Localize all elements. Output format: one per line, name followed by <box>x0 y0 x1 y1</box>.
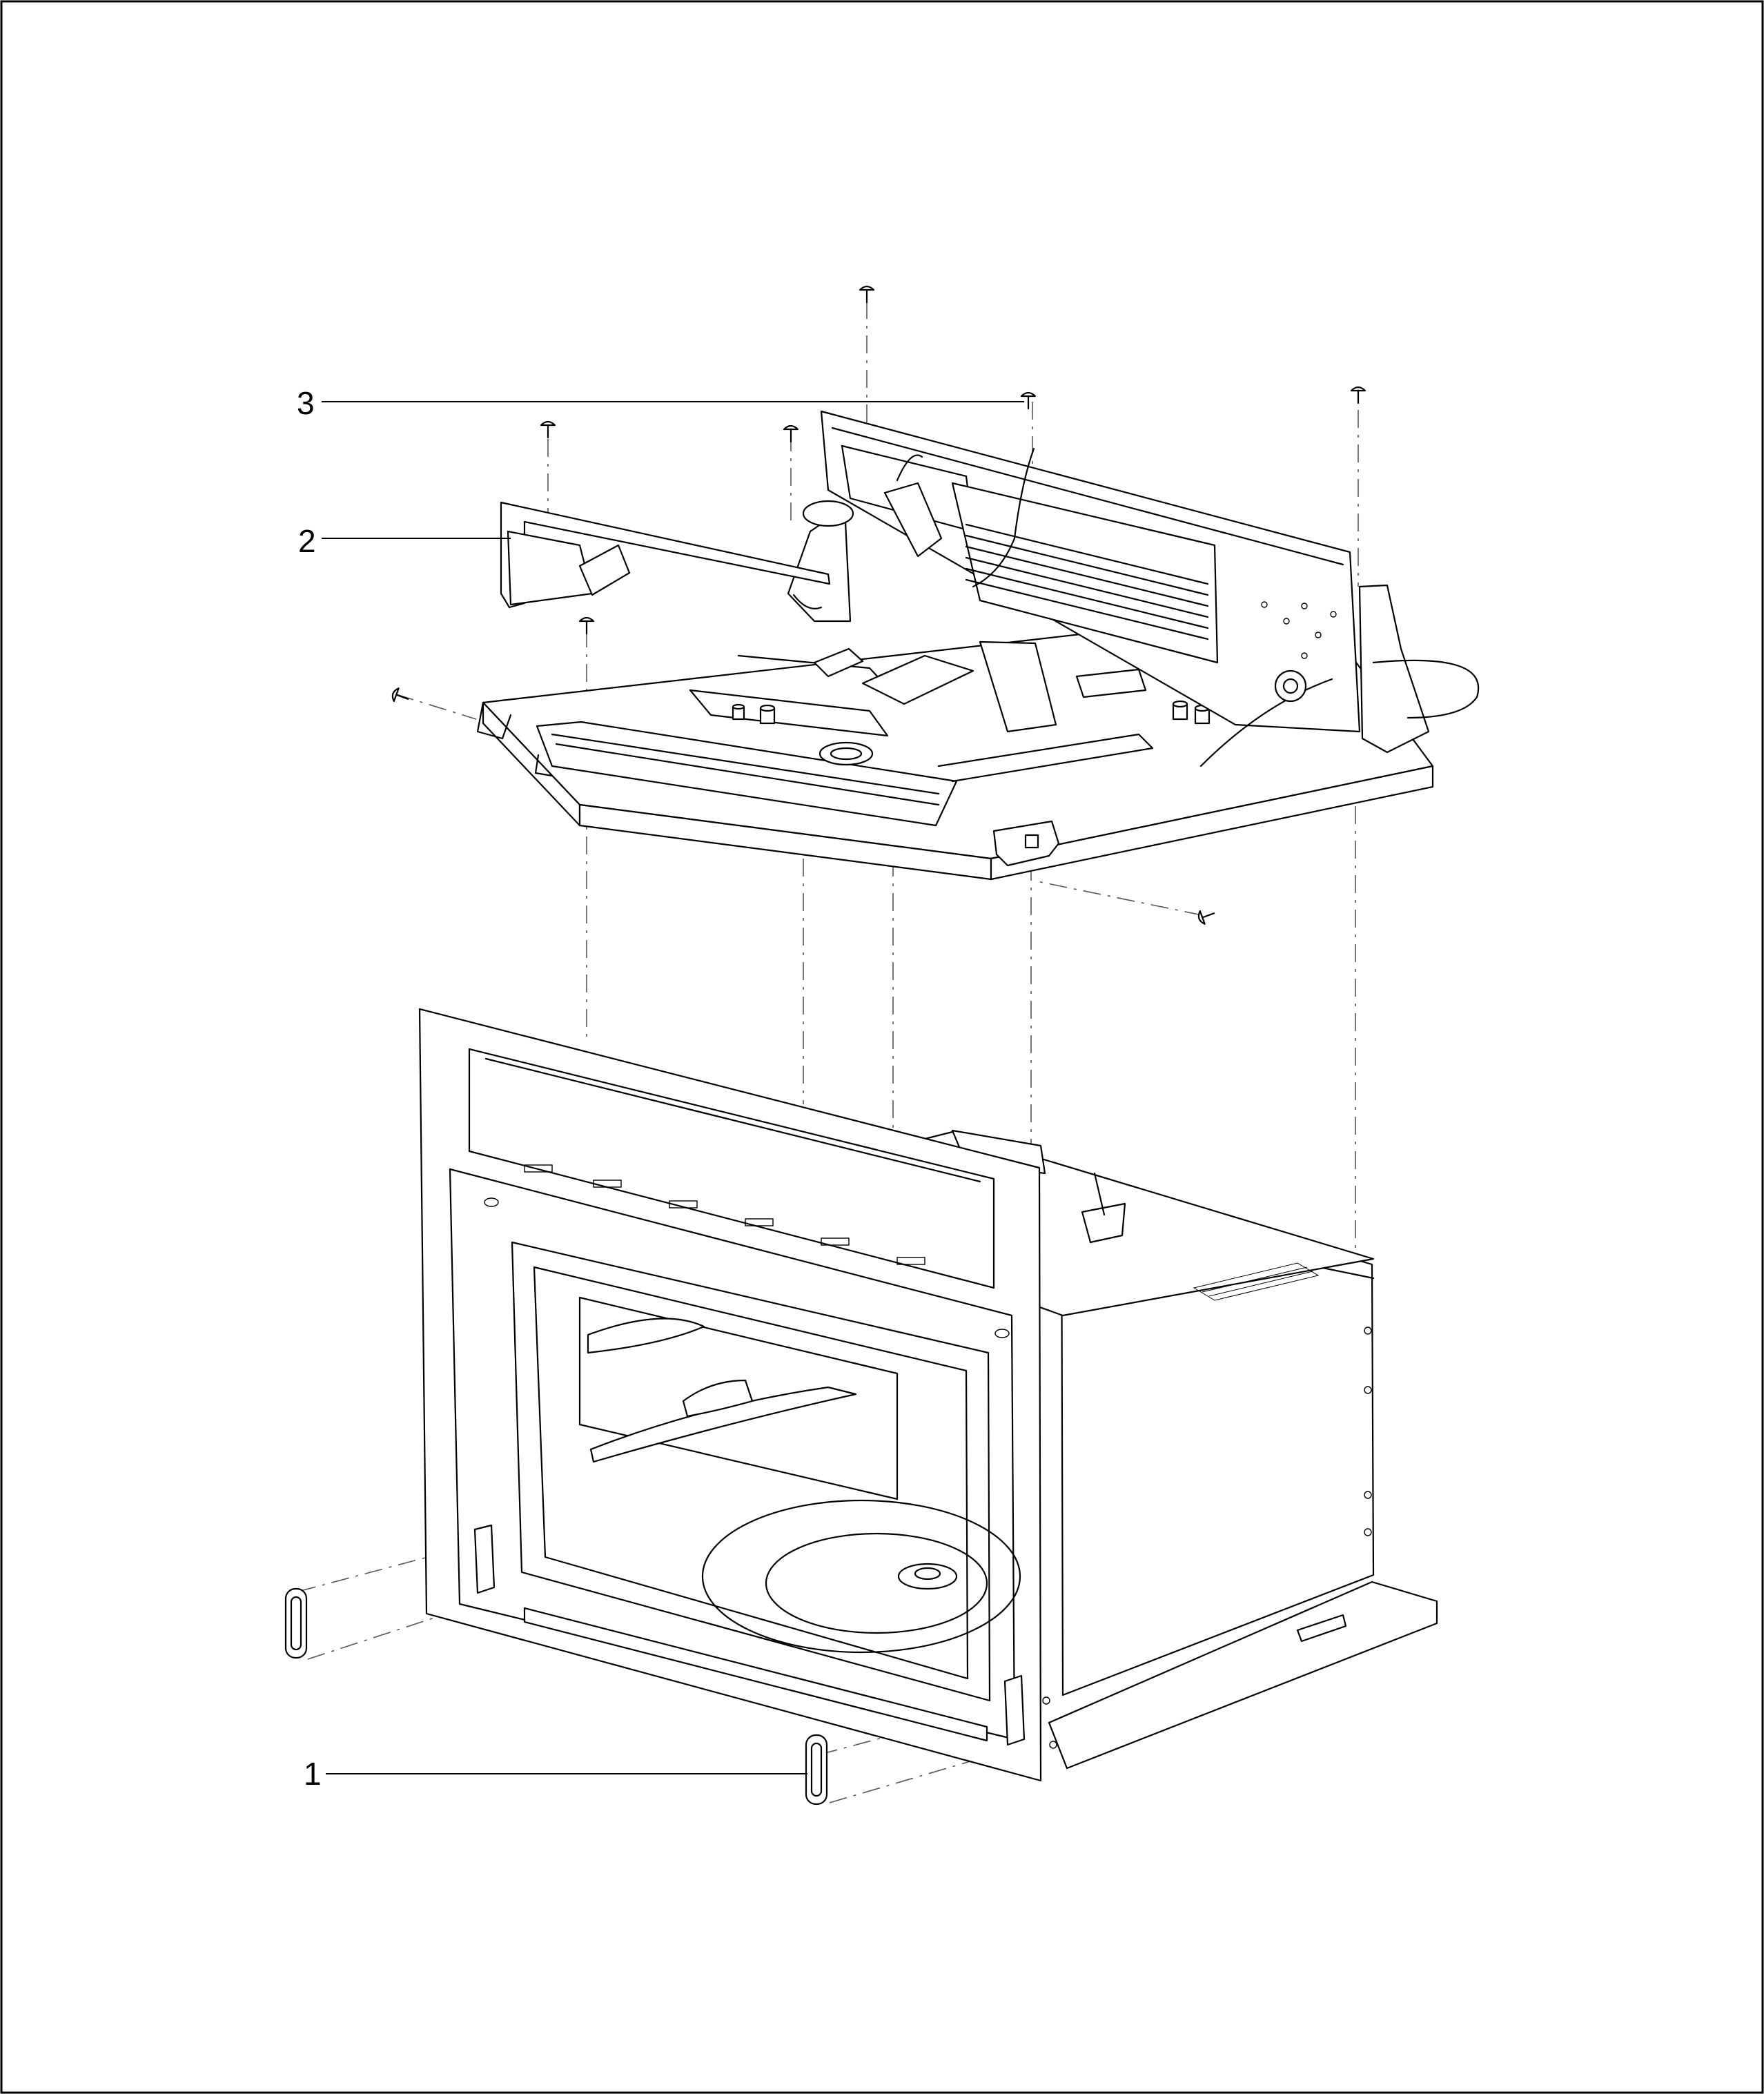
screw-icon <box>1350 386 1366 404</box>
part-2-deflector <box>500 501 831 609</box>
callout-3: 3 <box>297 385 1024 421</box>
screw-icon <box>859 285 875 304</box>
callout-label-2: 2 <box>298 523 316 559</box>
top-chassis-assembly <box>476 410 1480 881</box>
screw-icon <box>540 420 556 439</box>
screw-icon <box>578 616 595 635</box>
terminal-post <box>1172 700 1188 721</box>
frame-holes <box>484 1164 1010 1338</box>
terminal-post <box>759 704 776 725</box>
screw-icon <box>391 687 409 703</box>
callout-label-1: 1 <box>304 1756 322 1792</box>
terminal-post <box>732 703 745 721</box>
vent-grille-right <box>1193 1262 1320 1301</box>
part-1-slot-cover-left <box>284 1587 308 1659</box>
screw-icon <box>1197 910 1215 925</box>
part-1-slot-cover-right <box>805 1734 828 1806</box>
screw-icon <box>783 424 799 443</box>
screw-parts <box>391 285 1366 925</box>
callout-2: 2 <box>298 523 511 559</box>
callout-1: 1 <box>304 1756 807 1792</box>
screw-icon <box>1020 391 1037 410</box>
capacitor-part <box>787 500 854 623</box>
callout-label-3: 3 <box>297 385 315 421</box>
oven-cavity-assembly <box>418 1008 1438 1782</box>
